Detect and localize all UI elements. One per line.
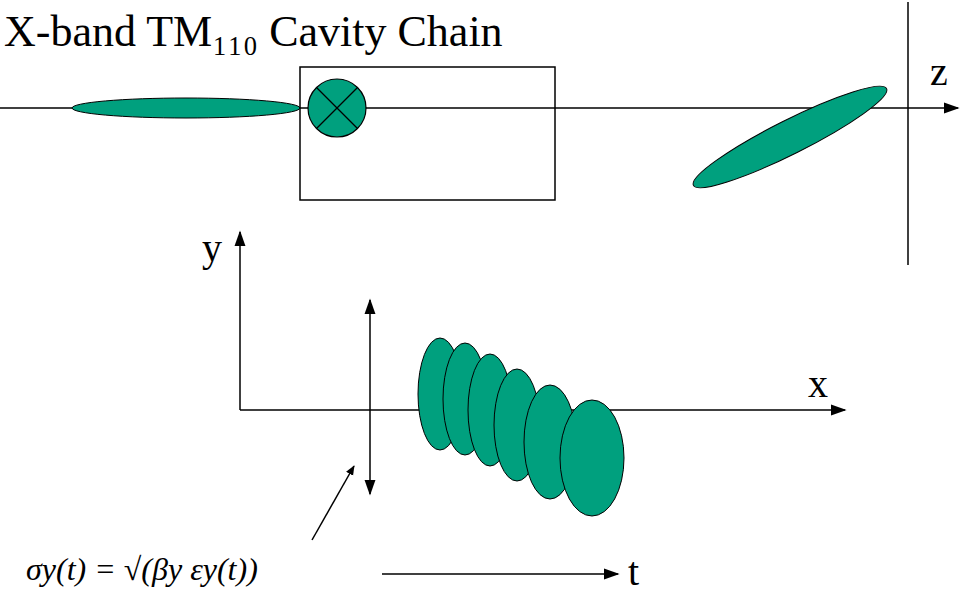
axis-label: y [202,226,222,270]
size-arrow [369,300,371,494]
tilted-bunch [686,73,894,200]
axis-label: z [930,50,948,94]
bunch-ellipse [72,98,300,118]
diagram-title: X-band TM₁₁₀ Cavity Chain [4,8,503,56]
screen-line [907,2,909,265]
leader-line [312,466,354,540]
cavity-box [300,67,555,200]
formula-label: σy(t) = √(βy εy(t)) [26,552,258,587]
axis-label: x [808,362,828,406]
time-arrow [382,573,618,575]
y-axis [239,232,241,410]
axis-label: t [628,550,639,594]
field-into-page-symbol [308,79,366,137]
bunch-slices [418,338,624,516]
